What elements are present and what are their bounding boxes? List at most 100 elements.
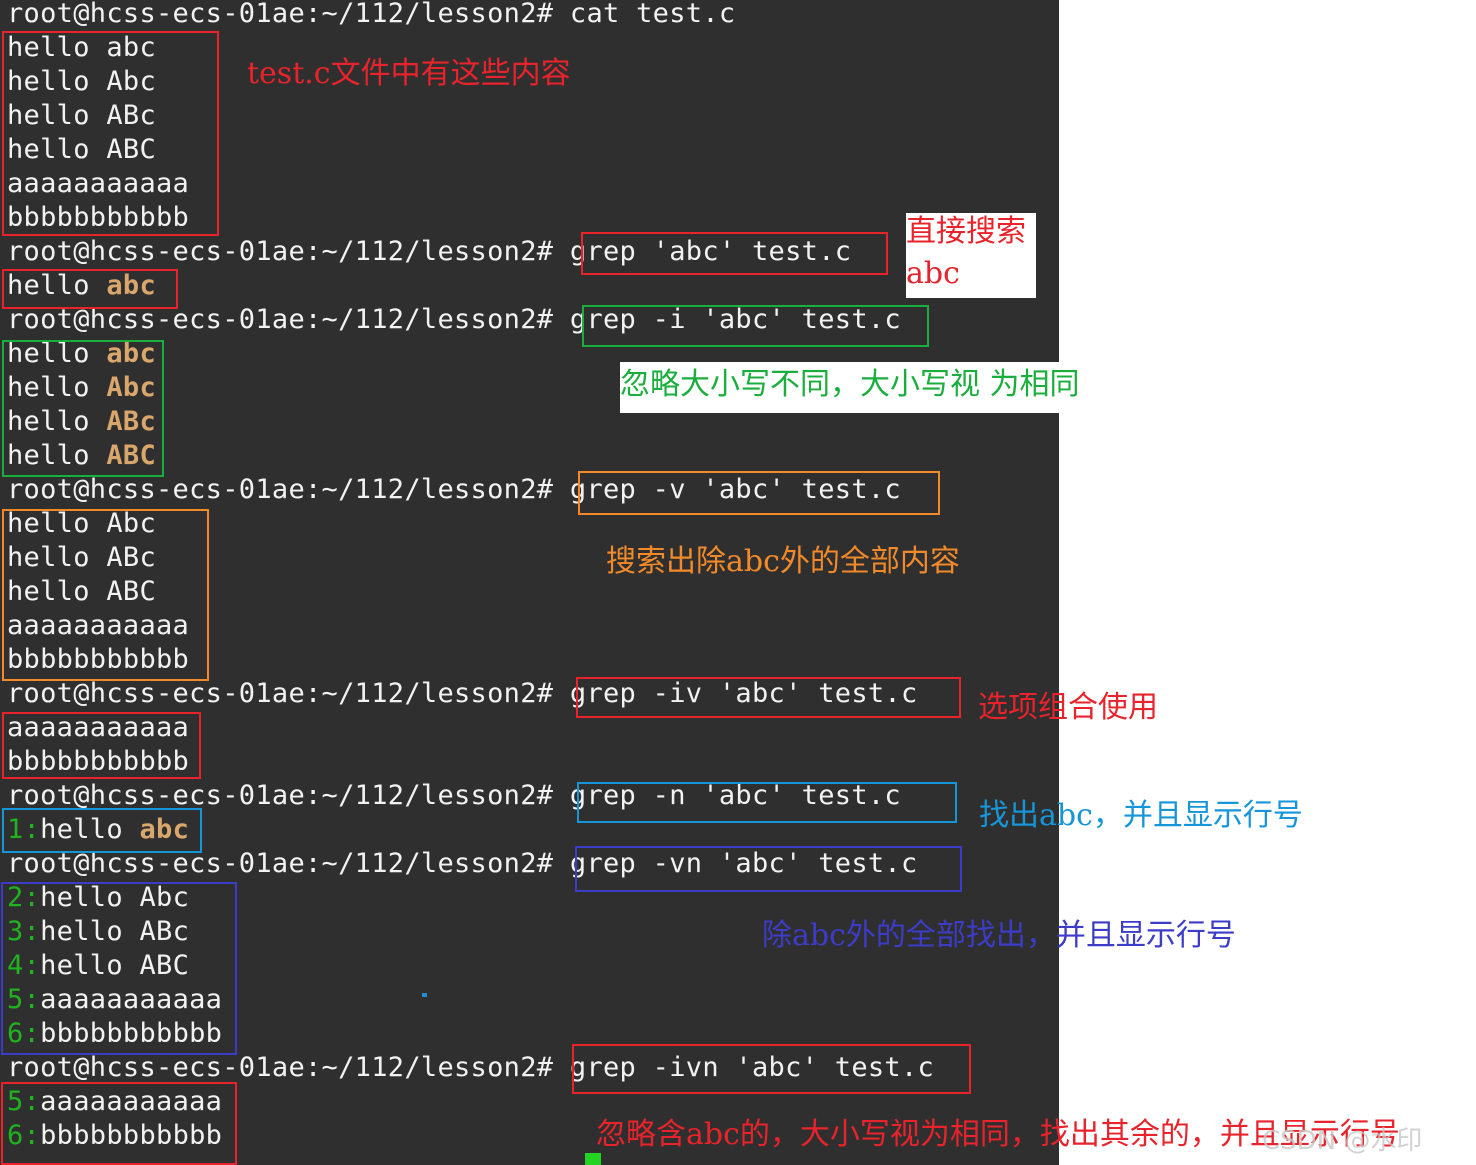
note-ignore-case: 忽略大小写不同，大小写视 为相同 bbox=[620, 362, 1084, 413]
line-text: hello Abc bbox=[7, 508, 156, 539]
box-grep-i-output bbox=[2, 340, 164, 477]
terminal-line: 2:hello Abc bbox=[7, 881, 189, 915]
note-direct-line2: abc bbox=[906, 256, 960, 291]
box-grep-v-command bbox=[578, 471, 940, 515]
note-invert: 搜索出除abc外的全部内容 bbox=[606, 544, 960, 579]
terminal-line: bbbbbbbbbbb bbox=[7, 201, 189, 235]
terminal-line: hello ABC bbox=[7, 133, 156, 167]
terminal-line: hello Abc bbox=[7, 371, 156, 405]
line-text: root@hcss-ecs-01ae:~/112/lesson2# grep -… bbox=[7, 848, 918, 879]
terminal-line: root@hcss-ecs-01ae:~/112/lesson2# grep -… bbox=[7, 847, 918, 881]
line-text: bbbbbbbbbbb bbox=[7, 746, 190, 777]
line-text: aaaaaaaaaaa bbox=[7, 168, 190, 199]
terminal-line: root@hcss-ecs-01ae:~/112/lesson2# grep '… bbox=[7, 235, 851, 269]
match-highlight: Abc bbox=[106, 372, 157, 403]
terminal-line: hello ABc bbox=[7, 405, 156, 439]
terminal-line: 5:aaaaaaaaaaa bbox=[7, 1085, 222, 1119]
line-text: hello Abc bbox=[7, 66, 156, 97]
terminal-window[interactable]: root@hcss-ecs-01ae:~/112/lesson2# cat te… bbox=[0, 0, 1059, 1165]
note-line-numbers: 找出abc，并且显示行号 bbox=[979, 798, 1303, 833]
line-text: aaaaaaaaaaa bbox=[7, 712, 190, 743]
line-number: 5: bbox=[7, 1086, 41, 1117]
line-text: hello ABC bbox=[40, 950, 190, 981]
line-text: hello bbox=[7, 440, 107, 471]
terminal-line: bbbbbbbbbbb bbox=[7, 643, 189, 677]
terminal-line: 4:hello ABC bbox=[7, 949, 189, 983]
terminal-line: hello ABC bbox=[7, 439, 156, 473]
terminal-line: 3:hello ABc bbox=[7, 915, 189, 949]
line-number: 4: bbox=[7, 950, 41, 981]
terminal-line: root@hcss-ecs-01ae:~/112/lesson2# cat te… bbox=[7, 0, 735, 31]
line-text: root@hcss-ecs-01ae:~/112/lesson2# grep '… bbox=[7, 236, 852, 267]
terminal-line: hello Abc bbox=[7, 507, 156, 541]
box-grep-vn-command bbox=[575, 846, 962, 892]
terminal-cursor bbox=[585, 1153, 601, 1165]
line-text: aaaaaaaaaaa bbox=[40, 1086, 223, 1117]
line-text: hello Abc bbox=[40, 882, 190, 913]
terminal-line: 6:bbbbbbbbbbb bbox=[7, 1119, 222, 1153]
line-text: hello bbox=[7, 406, 107, 437]
note-direct-line1: 直接搜索 bbox=[906, 214, 1026, 249]
box-grep-vn-output bbox=[1, 882, 237, 1055]
box-grep-command bbox=[581, 232, 888, 275]
terminal-line: root@hcss-ecs-01ae:~/112/lesson2# grep -… bbox=[7, 779, 901, 813]
line-text: hello ABc bbox=[7, 100, 156, 131]
line-text: bbbbbbbbbbb bbox=[7, 202, 190, 233]
line-text: root@hcss-ecs-01ae:~/112/lesson2# grep -… bbox=[7, 304, 901, 335]
box-cat-output bbox=[2, 31, 219, 236]
line-number: 6: bbox=[7, 1120, 41, 1151]
box-grep-iv-command bbox=[576, 677, 961, 718]
line-text: hello bbox=[7, 270, 107, 301]
match-highlight: ABc bbox=[106, 406, 157, 437]
box-grep-i-command bbox=[582, 305, 929, 347]
terminal-line: hello abc bbox=[7, 337, 156, 371]
note-all-combined: 忽略含abc的，大小写视为相同，找出其余的，并且显示行号 bbox=[596, 1117, 1400, 1152]
match-highlight: abc bbox=[106, 338, 157, 369]
box-grep-output bbox=[2, 269, 178, 309]
terminal-line: 5:aaaaaaaaaaa bbox=[7, 983, 222, 1017]
terminal-line: hello ABc bbox=[7, 99, 156, 133]
terminal-line: root@hcss-ecs-01ae:~/112/lesson2# grep -… bbox=[7, 677, 918, 711]
terminal-line: aaaaaaaaaaa bbox=[7, 167, 189, 201]
box-grep-ivn-command bbox=[572, 1044, 971, 1094]
line-text: hello bbox=[40, 814, 140, 845]
line-text: root@hcss-ecs-01ae:~/112/lesson2# grep -… bbox=[7, 678, 918, 709]
terminal-line: root@hcss-ecs-01ae:~/112/lesson2# grep -… bbox=[7, 1051, 934, 1085]
line-text: hello bbox=[7, 372, 107, 403]
line-number: 2: bbox=[7, 882, 41, 913]
line-text: bbbbbbbbbbb bbox=[7, 644, 190, 675]
line-number: 6: bbox=[7, 1018, 41, 1049]
box-grep-v-output bbox=[2, 509, 209, 681]
match-highlight: abc bbox=[139, 814, 190, 845]
box-grep-ivn-output bbox=[1, 1082, 237, 1165]
line-text: hello ABc bbox=[7, 542, 156, 573]
note-cat: test.c文件中有这些内容 bbox=[247, 56, 571, 91]
terminal-line: root@hcss-ecs-01ae:~/112/lesson2# grep -… bbox=[7, 473, 901, 507]
match-highlight: abc bbox=[106, 270, 157, 301]
line-text: root@hcss-ecs-01ae:~/112/lesson2# grep -… bbox=[7, 780, 901, 811]
terminal-line: root@hcss-ecs-01ae:~/112/lesson2# grep -… bbox=[7, 303, 901, 337]
line-text: aaaaaaaaaaa bbox=[40, 984, 223, 1015]
terminal-line: 1:hello abc bbox=[7, 813, 189, 847]
note-invert-line-numbers: 除abc外的全部找出，并且显示行号 bbox=[762, 918, 1236, 953]
line-text: bbbbbbbbbbb bbox=[40, 1120, 223, 1151]
line-text: root@hcss-ecs-01ae:~/112/lesson2# cat te… bbox=[7, 0, 736, 29]
line-text: aaaaaaaaaaa bbox=[7, 610, 190, 641]
box-grep-n-output bbox=[2, 808, 202, 853]
line-number: 1: bbox=[7, 814, 41, 845]
terminal-line: aaaaaaaaaaa bbox=[7, 711, 189, 745]
line-number: 5: bbox=[7, 984, 41, 1015]
box-grep-n-command bbox=[577, 782, 957, 823]
line-number: 3: bbox=[7, 916, 41, 947]
line-text: hello abc bbox=[7, 32, 156, 63]
watermark: CSDN @水印 bbox=[1262, 1126, 1423, 1156]
line-text: root@hcss-ecs-01ae:~/112/lesson2# grep -… bbox=[7, 474, 901, 505]
terminal-line: bbbbbbbbbbb bbox=[7, 745, 189, 779]
line-text: root@hcss-ecs-01ae:~/112/lesson2# grep -… bbox=[7, 1052, 935, 1083]
line-text: bbbbbbbbbbb bbox=[40, 1018, 223, 1049]
match-highlight: ABC bbox=[106, 440, 157, 471]
terminal-line: hello ABc bbox=[7, 541, 156, 575]
terminal-line: aaaaaaaaaaa bbox=[7, 609, 189, 643]
line-text: hello ABC bbox=[7, 134, 156, 165]
line-text: hello ABc bbox=[40, 916, 190, 947]
